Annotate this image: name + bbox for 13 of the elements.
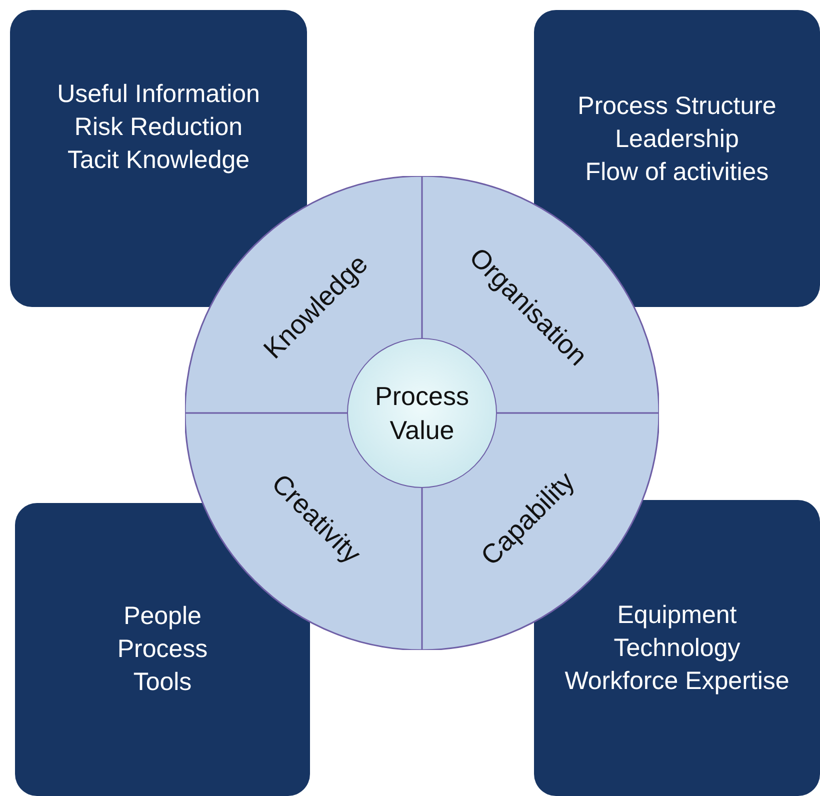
panel-text: Tools	[133, 667, 192, 698]
panel-text: Flow of activities	[585, 157, 769, 188]
panel-text: Workforce Expertise	[564, 666, 790, 696]
panel-text: Technology	[614, 632, 740, 664]
panel-text: Tacit Knowledge	[67, 145, 250, 176]
panel-text: Process Structure	[578, 91, 776, 122]
panel-text: People	[124, 601, 202, 632]
panel-text: Risk Reduction	[74, 112, 243, 143]
panel-text: Useful Information	[57, 79, 260, 110]
center-label: Process Value	[374, 380, 470, 447]
panel-text: Process	[117, 634, 208, 665]
panel-text: Leadership	[615, 124, 739, 155]
panel-text: Equipment	[617, 600, 737, 630]
